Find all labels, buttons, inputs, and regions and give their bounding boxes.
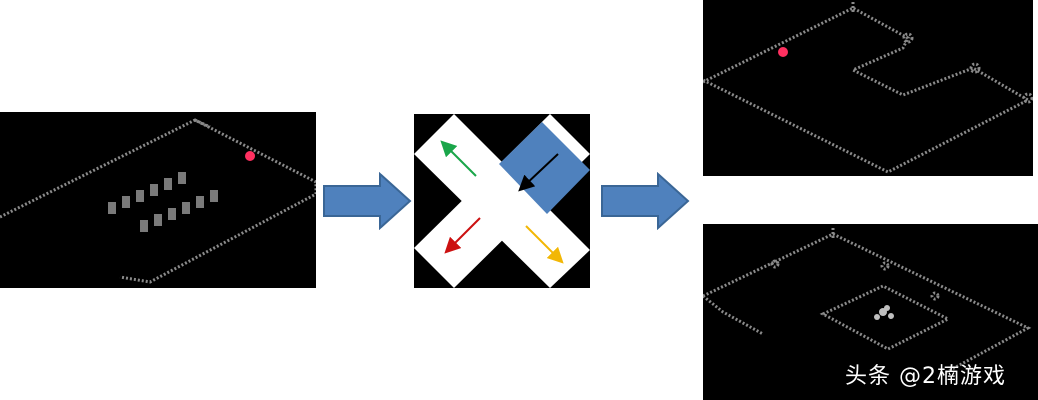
source-minimap-drawing (0, 118, 316, 284)
arrow-down-right-icon (525, 225, 564, 264)
direction-diagram (414, 114, 590, 288)
center-object (874, 305, 894, 320)
direction-x-drawing (414, 114, 590, 288)
arrow-down-left-red-icon (444, 217, 481, 254)
watermark: 头条 @2楠游戏 (845, 364, 1006, 389)
source-minimap (0, 112, 316, 288)
right-block-arrow-icon (323, 172, 412, 230)
result-minimap-top-drawing (703, 2, 1033, 174)
result-minimap-bottom (703, 224, 1038, 400)
flow-arrow-2 (600, 172, 690, 230)
red-marker-icon (245, 151, 255, 161)
arrow-down-left-black-icon (518, 153, 559, 192)
arrow-up-left-icon (440, 140, 477, 177)
result-minimap-top (703, 0, 1033, 176)
right-block-arrow-icon (601, 172, 690, 230)
red-marker-icon (778, 47, 788, 57)
rooms-cluster (108, 172, 218, 232)
result-minimap-bottom-drawing (703, 228, 1032, 376)
flow-arrow-1 (322, 172, 412, 230)
